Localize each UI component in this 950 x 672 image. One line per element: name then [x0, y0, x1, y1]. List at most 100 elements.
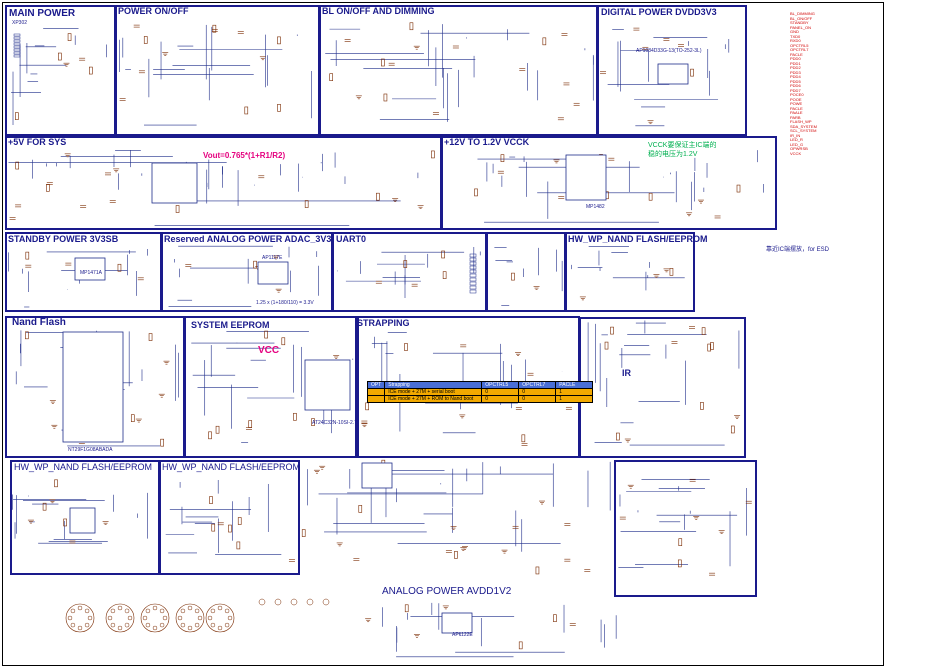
- component-body: [175, 205, 180, 213]
- component-body: [148, 333, 153, 341]
- ic-body: [62, 331, 124, 443]
- ir-label: IR: [622, 368, 631, 378]
- mounting-hole-via: [117, 605, 123, 611]
- right-net-label: SDA_SYSTEM: [790, 123, 817, 129]
- right-net-label: LED_R: [790, 137, 803, 142]
- block-system-eeprom: [184, 316, 359, 458]
- right-net-label: BL_ON/OFF: [790, 15, 813, 21]
- component-body: [610, 326, 614, 335]
- component-body: [228, 524, 232, 533]
- mounting-hole-via: [87, 615, 93, 621]
- part-u-vcck: MP1482: [586, 204, 605, 210]
- strap-row0-c1: 0: [481, 388, 520, 396]
- right-net-label: PANEL_ON: [790, 24, 812, 30]
- strap-hdr-2: OPCTRL5: [481, 381, 520, 389]
- component-body: [442, 271, 447, 279]
- vcck-note-2: 稳的电压为1.2V: [648, 151, 698, 158]
- component-body: [678, 538, 683, 546]
- mounting-hole-via: [187, 625, 193, 631]
- strap-row0-c2: 0: [518, 388, 557, 396]
- block-title-system-eeprom: SYSTEM EEPROM: [191, 320, 270, 330]
- right-net-label: PDD7: [790, 87, 801, 93]
- mounting-hole: [140, 603, 170, 633]
- component-body: [474, 188, 478, 197]
- component-body: [604, 341, 609, 350]
- ic-body: [69, 507, 96, 534]
- mounting-hole-via: [70, 608, 76, 614]
- ic-body: [657, 63, 689, 85]
- component-body: [730, 425, 735, 434]
- mounting-hole-via: [217, 605, 223, 611]
- component-body: [143, 36, 148, 44]
- component-body: [358, 505, 363, 513]
- component-body: [293, 412, 297, 421]
- mounting-hole-via: [197, 615, 203, 621]
- right-net-label: OPCTRL7: [790, 47, 809, 52]
- block-title-12v-to-1v2: +12V TO 1.2V VCCK: [444, 137, 530, 147]
- strap-row1-c2: 0: [518, 395, 557, 403]
- vcck-note-1: VCCK要保证主IC端的: [648, 142, 717, 149]
- block-bl-onoff: [319, 5, 598, 136]
- connector-pin: [469, 289, 477, 294]
- mounting-hole-via: [110, 608, 116, 614]
- mounting-hole-via: [194, 608, 200, 614]
- mounting-hole-via: [162, 615, 168, 621]
- component-body: [67, 33, 72, 41]
- strap-row1-desc: ICE mode + 27M + ROM to Nand boot: [384, 395, 483, 403]
- component-body: [277, 104, 281, 112]
- connector-pin: [469, 277, 477, 282]
- component-body: [404, 343, 408, 351]
- strap-hdr-4: PACLE: [555, 381, 594, 389]
- mounting-hole-via: [124, 622, 130, 628]
- strap-row1-c3: 1: [555, 395, 594, 403]
- component-body: [25, 331, 29, 340]
- block-title-strapping: STRAPPING: [357, 318, 410, 328]
- right-net-label: LED_G: [790, 141, 804, 147]
- mounting-hole-via: [159, 622, 165, 628]
- mounting-hole-via: [187, 605, 193, 611]
- connector-pin: [469, 257, 477, 262]
- component-body: [500, 154, 505, 162]
- strap-row0-c3: 1: [555, 388, 594, 396]
- right-net-label: RXD0: [790, 38, 801, 43]
- component-body: [63, 518, 67, 527]
- right-net-label: PARB: [790, 114, 801, 120]
- component-body: [117, 263, 122, 272]
- component-body: [329, 73, 334, 81]
- block-hw-wp-mid: [159, 460, 300, 575]
- component-body: [277, 36, 281, 45]
- component-body: [209, 496, 213, 504]
- component-body: [404, 604, 409, 613]
- connector-pin: [13, 42, 21, 46]
- block-hw-wp-top: [565, 232, 695, 312]
- component-body: [553, 614, 557, 622]
- block-ir: [579, 317, 746, 458]
- mounting-hole-via: [224, 622, 230, 628]
- mounting-hole-via: [210, 608, 216, 614]
- component-body: [511, 272, 515, 281]
- connector-pin: [13, 45, 21, 49]
- block-title-analog-power: ANALOG POWER AVDD1V2: [382, 586, 512, 597]
- component-body: [215, 425, 220, 434]
- strap-row1-c1: 0: [481, 395, 520, 403]
- test-point: [306, 598, 314, 606]
- ic-body: [257, 261, 289, 285]
- mounting-hole: [105, 603, 135, 633]
- mounting-hole-via: [127, 615, 133, 621]
- ic-body: [565, 154, 607, 201]
- part-u-eeprom: AT24C32N-10SI-2.7: [312, 420, 357, 426]
- connector-pin: [13, 54, 21, 58]
- strapping-table-row: ICE mode + 27M + ROM to Nand boot 0 0 1: [366, 395, 594, 403]
- mounting-hole-via: [117, 625, 123, 631]
- mounting-hole-via: [84, 608, 90, 614]
- block-title-bl-onoff: BL ON/OFF AND DIMMING: [322, 6, 435, 16]
- component-body: [518, 641, 523, 650]
- component-body: [281, 337, 286, 346]
- right-net-label: PDD1: [790, 60, 801, 66]
- component-body: [15, 161, 20, 170]
- right-net-label: VCCK: [790, 150, 802, 156]
- test-point: [322, 598, 330, 606]
- block-led-right: [614, 460, 757, 597]
- right-net-label: PAALE: [790, 110, 803, 115]
